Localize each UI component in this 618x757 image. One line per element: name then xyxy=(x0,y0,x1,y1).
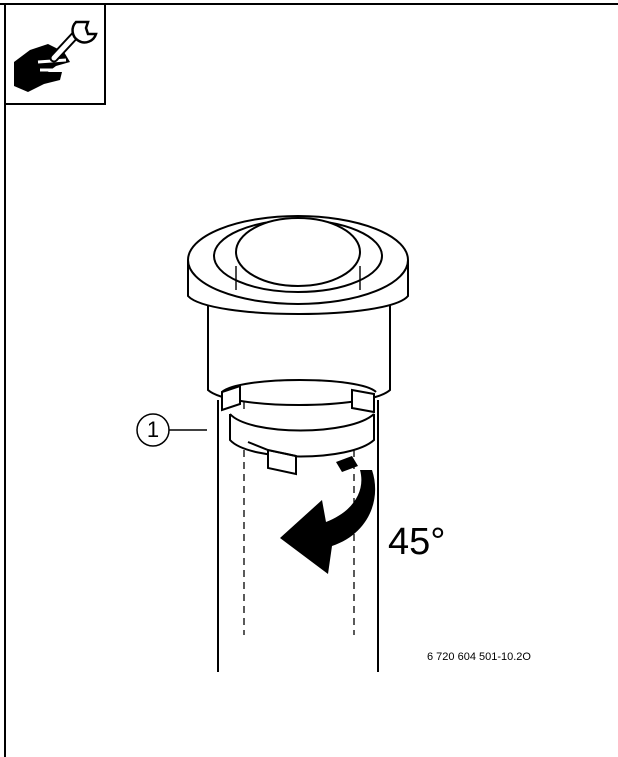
alignment-marker xyxy=(336,456,358,472)
callout-number-1: 1 xyxy=(146,417,160,442)
rotation-angle-label: 45° xyxy=(388,521,446,563)
pipe-body xyxy=(217,400,379,672)
figure-code: 6 720 604 501-10.2O xyxy=(427,651,531,663)
rotate-arrow-icon xyxy=(280,470,376,574)
locking-ring xyxy=(221,379,377,476)
pipe-socket xyxy=(187,215,409,406)
callout-leader xyxy=(136,413,207,447)
wrench-hand-icon xyxy=(4,3,106,105)
